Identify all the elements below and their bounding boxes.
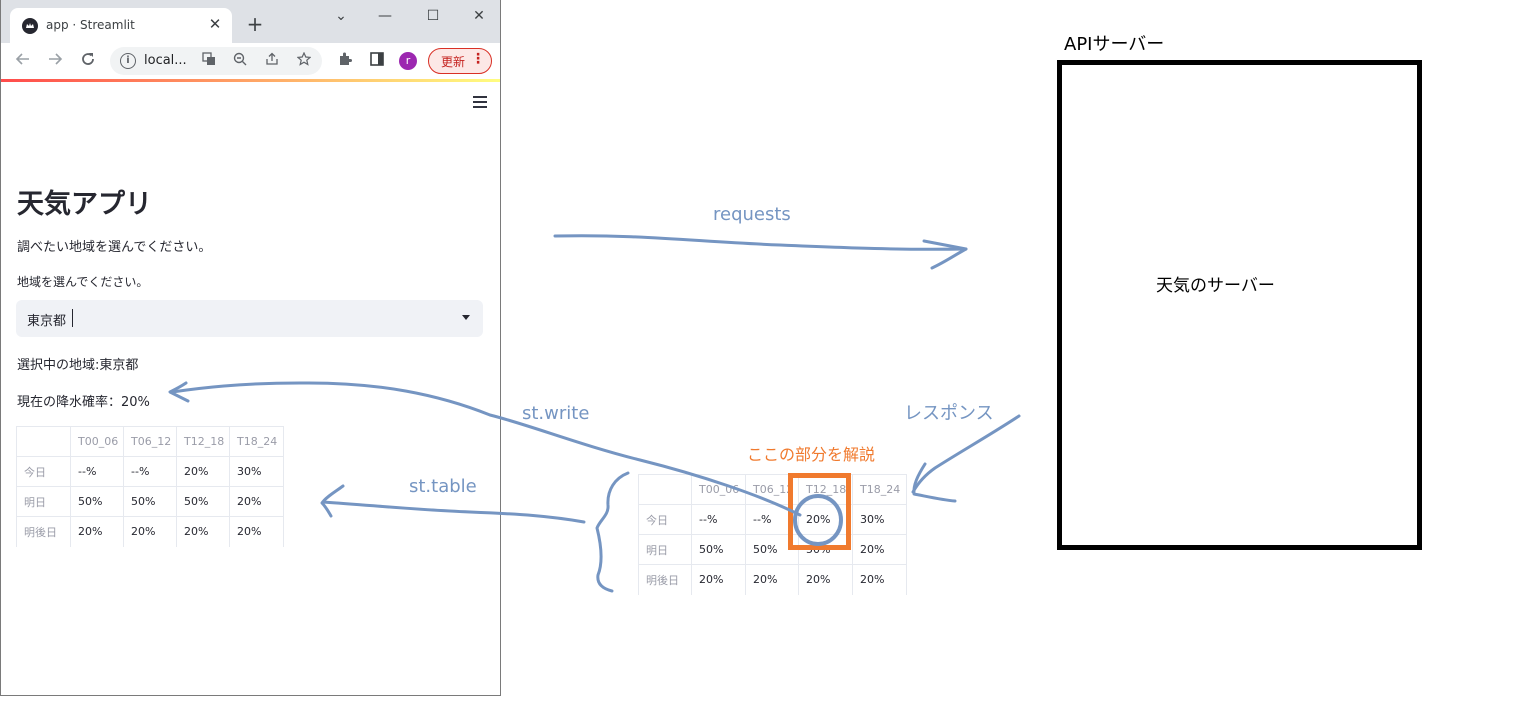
streamlit-app: 天気アプリ 調べたい地域を選んでください。 地域を選んでください。 東京都 選択… <box>1 82 500 695</box>
table-cell: 50% <box>123 486 177 517</box>
forward-arrow-icon[interactable] <box>45 51 65 71</box>
dropdown-arrow-icon[interactable] <box>462 315 470 320</box>
table-row: 今日 --% --% 20% 30% <box>638 504 907 535</box>
api-server-title: APIサーバー <box>1064 34 1165 55</box>
response-arrow <box>911 414 1021 494</box>
page-title: 天気アプリ <box>17 189 152 220</box>
table-cell: 20% <box>70 516 124 547</box>
table-cell: 50% <box>176 486 230 517</box>
current-rain-text: 現在の降水確率：20% <box>17 395 150 410</box>
table-cell: 20% <box>176 456 230 487</box>
table-header: T18_24 <box>229 426 284 457</box>
requests-label: requests <box>713 204 791 225</box>
browser-toolbar: i local... r 更新 ⋮ <box>1 43 500 79</box>
tab-close-icon[interactable]: ✕ <box>208 15 222 33</box>
browser-tab[interactable]: app · Streamlit ✕ <box>10 8 232 43</box>
star-icon[interactable] <box>295 51 313 70</box>
side-panel-icon[interactable] <box>367 51 387 71</box>
row-label: 明後日 <box>638 564 692 595</box>
hamburger-menu-icon[interactable] <box>473 96 487 108</box>
new-tab-button[interactable]: + <box>246 12 264 36</box>
table-brace <box>595 471 630 593</box>
close-window-button[interactable]: ✕ <box>473 8 485 24</box>
table-row: 明後日 20% 20% 20% 20% <box>638 564 907 595</box>
selected-region-text: 選択中の地域:東京都 <box>17 358 139 373</box>
rain-table: T00_06 T06_12 T12_18 T18_24 今日 --% --% 2… <box>16 426 284 547</box>
minimize-button[interactable]: — <box>378 8 392 24</box>
table-header: T18_24 <box>852 474 907 505</box>
table-cell: 20% <box>229 516 284 547</box>
table-cell: 20% <box>745 564 799 595</box>
tab-strip: app · Streamlit ✕ + ⌄ — ☐ ✕ <box>1 0 500 43</box>
streamlit-favicon-icon <box>22 18 38 34</box>
intro-text: 調べたい地域を選んでください。 <box>17 240 212 255</box>
back-arrow-icon[interactable] <box>13 51 33 71</box>
row-label: 明後日 <box>16 516 71 547</box>
row-label: 今日 <box>16 456 71 487</box>
weather-server-label: 天気のサーバー <box>1156 276 1275 296</box>
st-table-arrowhead <box>320 484 345 518</box>
row-label: 明日 <box>16 486 71 517</box>
select-value: 東京都 <box>27 314 67 329</box>
st-write-label: st.write <box>522 403 590 424</box>
requests-arrowhead <box>922 239 968 270</box>
share-icon[interactable] <box>263 52 281 70</box>
api-server-box <box>1057 60 1422 550</box>
table-cell: 20% <box>798 564 853 595</box>
translate-icon[interactable] <box>200 52 218 70</box>
highlight-label: ここの部分を解説 <box>747 445 876 464</box>
tab-title: app · Streamlit <box>46 18 135 32</box>
reload-icon[interactable] <box>78 51 98 71</box>
address-bar[interactable]: i local... <box>110 47 322 75</box>
table-cell: 30% <box>852 504 907 535</box>
zoom-out-icon[interactable] <box>231 52 249 70</box>
menu-dots-icon: ⋮ <box>471 51 485 67</box>
response-label: レスポンス <box>904 403 994 424</box>
table-cell: --% <box>691 504 746 535</box>
tab-search-icon[interactable]: ⌄ <box>335 8 347 24</box>
table-row: 明後日 20% 20% 20% 20% <box>16 516 284 547</box>
requests-arrow <box>553 234 968 251</box>
profile-avatar[interactable]: r <box>399 52 417 70</box>
highlight-circle <box>793 494 843 546</box>
table-cell: 20% <box>123 516 177 547</box>
table-header: T06_12 <box>123 426 177 457</box>
update-button[interactable]: 更新 ⋮ <box>428 48 492 74</box>
response-arrowhead <box>912 462 957 503</box>
select-label: 地域を選んでください。 <box>17 275 149 289</box>
extensions-icon[interactable] <box>335 51 355 71</box>
info-icon[interactable]: i <box>120 53 136 69</box>
maximize-button[interactable]: ☐ <box>426 8 440 24</box>
table-cell: 20% <box>691 564 746 595</box>
browser-window: app · Streamlit ✕ + ⌄ — ☐ ✕ i local... <box>0 0 501 696</box>
st-write-arrow <box>170 381 802 517</box>
streamlit-header-decoration <box>1 79 500 82</box>
region-select[interactable]: 東京都 <box>16 300 483 337</box>
url-text: local... <box>144 53 187 68</box>
st-table-arrow <box>321 500 586 524</box>
update-label: 更新 <box>441 55 466 69</box>
table-cell: 20% <box>852 534 907 565</box>
st-write-arrowhead <box>168 381 190 403</box>
text-caret <box>72 309 73 327</box>
st-table-label: st.table <box>409 476 477 497</box>
table-cell: 20% <box>852 564 907 595</box>
row-label: 今日 <box>638 504 692 535</box>
